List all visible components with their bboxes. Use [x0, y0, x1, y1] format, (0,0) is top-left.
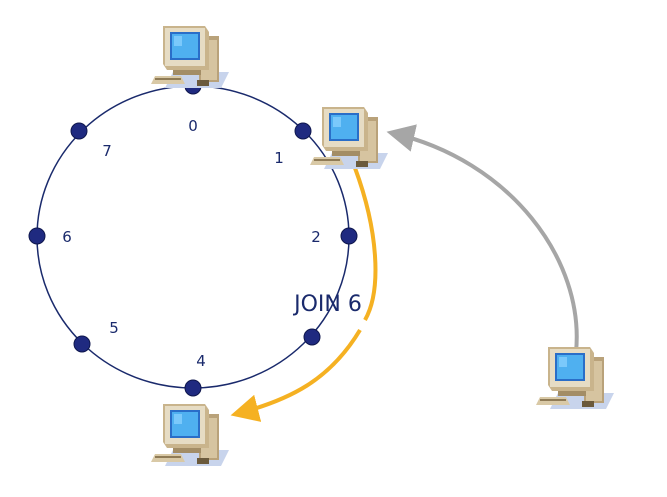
ring-node-label-2: 2 [311, 228, 321, 246]
ring-node-5 [73, 335, 91, 353]
join-arrow-lower [230, 328, 362, 422]
desktop-computer-icon [536, 347, 614, 409]
desktop-computer-icon [151, 26, 229, 88]
ring-node-1 [294, 122, 312, 140]
ring-node-label-4: 4 [196, 352, 206, 370]
ring-nodes: 0 1 2 4 5 6 7 [28, 77, 358, 397]
ring-node-3 [303, 328, 321, 346]
ring-node-4 [184, 379, 202, 397]
ring-node-label-6: 6 [62, 228, 72, 246]
ring-node-label-5: 5 [109, 319, 119, 337]
ring-node-label-1: 1 [274, 149, 284, 167]
ring-node-2 [340, 227, 358, 245]
join-arrow-upper [353, 167, 378, 321]
ring-node-7 [70, 122, 88, 140]
ring-node-label-0: 0 [188, 117, 198, 135]
desktop-computer-icon [310, 107, 388, 169]
desktop-computer-icon [151, 404, 229, 466]
join-message-label: JOIN 6 [292, 292, 362, 317]
ring-node-6 [28, 227, 46, 245]
ring-node-label-7: 7 [102, 142, 112, 160]
incoming-arrow [386, 124, 579, 353]
